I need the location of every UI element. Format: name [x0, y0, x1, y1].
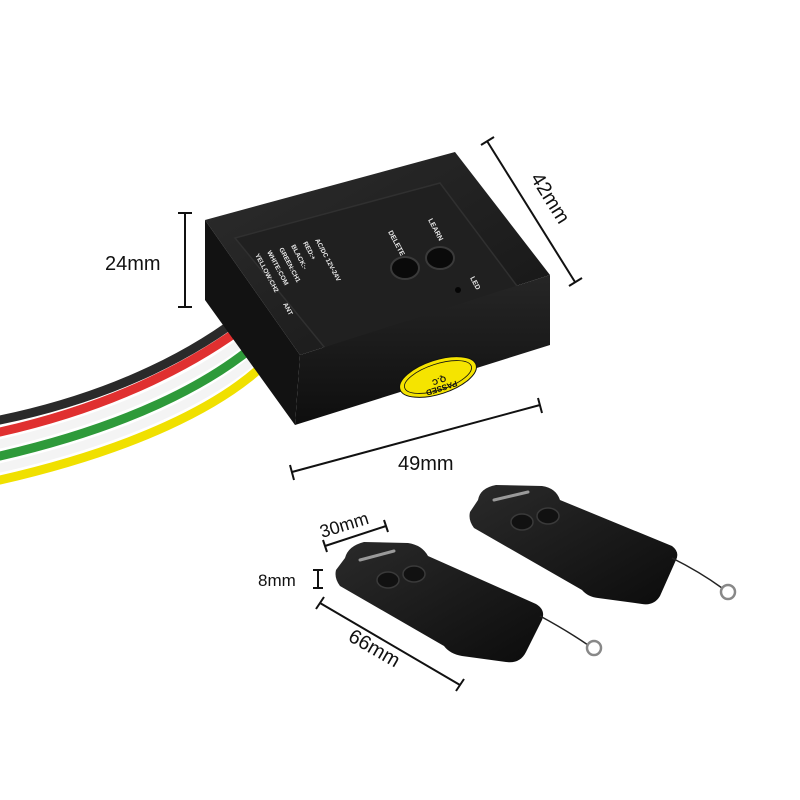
receiver-front-face	[295, 275, 550, 425]
delete-button-cap	[390, 256, 420, 280]
dimension-49mm: 49mm	[398, 453, 454, 475]
receiver-left-face	[205, 220, 300, 425]
remote-back-button-2	[536, 507, 560, 525]
wire-red	[0, 317, 255, 437]
dimension-42mm: 42mm	[526, 169, 574, 228]
wire-green	[0, 341, 259, 461]
wire-bundle	[0, 305, 263, 485]
remote-front-keyring	[585, 639, 603, 657]
remote-front-button-1	[376, 571, 400, 589]
receiver-box: DELETE LEARN LED AC/DC 12V-24V RED:+ BLA…	[205, 152, 550, 425]
remote-back-button-1	[510, 513, 534, 531]
remote-back-keyring-wire	[671, 557, 723, 589]
dimension-24mm: 24mm	[105, 253, 161, 275]
remote-front-keyring-wire	[539, 615, 589, 646]
remote-back	[469, 485, 737, 605]
dimension-66mm: 66mm	[345, 625, 404, 672]
dimension-8mm: 8mm	[258, 571, 296, 590]
wire-white	[0, 329, 257, 449]
remote-front	[335, 542, 603, 663]
learn-button-cap	[425, 246, 455, 270]
wire-yellow	[0, 365, 263, 485]
remote-front-light-bar	[358, 549, 396, 562]
dimension-lines-receiver	[178, 136, 583, 481]
remote-back-light-bar	[492, 490, 530, 502]
dimension-lines-remote	[313, 519, 465, 692]
qc-sticker-line-1: Q.C	[431, 374, 448, 387]
remote-front-button-2	[402, 565, 426, 583]
led-indicator	[455, 287, 461, 293]
remote-back-body	[469, 485, 678, 605]
wire-white-2	[0, 353, 261, 473]
remote-back-keyring	[719, 583, 737, 601]
dimension-30mm: 30mm	[317, 508, 371, 542]
qc-sticker: Q.C PASSED	[399, 356, 477, 398]
